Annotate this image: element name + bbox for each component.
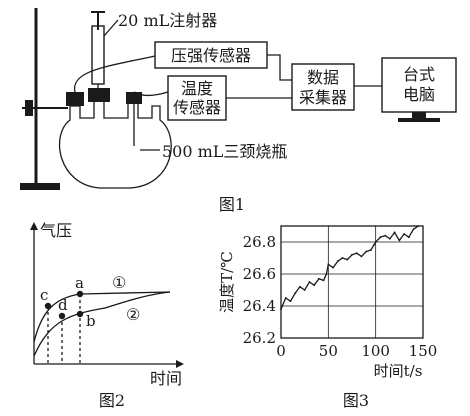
figure2-pressure-sketch: 气压 时间 a b c d ① ② 图2 [30, 221, 184, 410]
stopper-left [66, 92, 84, 106]
temperature-data-point [280, 308, 282, 311]
pressure-sensor-box [154, 41, 268, 69]
temperature-data-point [325, 273, 328, 275]
temperature-data-point [393, 231, 396, 234]
label-b: b [86, 312, 96, 330]
temp-sensor-label-line2: 传感器 [173, 98, 221, 117]
temperature-data-point [355, 252, 358, 255]
temperature-data-point [332, 266, 334, 269]
temp-sensor-label-line1: 温度 [181, 79, 213, 98]
fig2-x-label: 时间 [150, 369, 182, 388]
syringe-barrel [91, 25, 105, 85]
fig3-plot-frame [280, 225, 424, 339]
temperature-data-point [403, 233, 405, 235]
fig3-x-tick-label: 100 [361, 342, 390, 360]
temperature-data-point [351, 253, 353, 256]
temperature-data-point [374, 241, 377, 243]
figure2-caption: 图2 [99, 391, 125, 410]
temperature-data-point [336, 260, 339, 263]
point-d [58, 312, 66, 320]
temperature-data-point [370, 249, 372, 251]
temperature-data-point [299, 285, 301, 288]
fig3-grid [281, 226, 423, 338]
fig3-y-tick-label: 26.8 [243, 233, 276, 251]
figure3-temperature-chart: 26.2 26.4 26.6 26.8 0 50 100 150 温度T/℃ 时间t/s 图3 [218, 225, 437, 410]
syringe-label: 20 mL注射器 [118, 11, 217, 30]
temperature-data-point [317, 277, 320, 280]
data-collector-box [291, 63, 355, 111]
fig3-x-tick-label: 150 [409, 342, 438, 360]
syringe-pointer [103, 19, 119, 37]
fig3-x-tick-label: 50 [319, 342, 338, 360]
fig2-y-arrow [30, 222, 38, 230]
temperature-series-line [280, 225, 419, 310]
temperature-data-point [384, 234, 387, 237]
temperature-series-points [280, 225, 420, 311]
figure1-caption: 图1 [219, 195, 245, 214]
point-a [76, 290, 84, 298]
computer-label-line2: 电脑 [403, 85, 435, 104]
computer-stand [412, 112, 426, 118]
temperature-data-point [341, 257, 344, 259]
label-c: c [40, 286, 48, 304]
temp-probe-wire [133, 91, 169, 97]
temperature-data-point [294, 292, 297, 295]
curve-2 [33, 291, 171, 357]
temperature-data-point [417, 225, 420, 227]
temperature-data-point [388, 237, 391, 240]
fig2-x-arrow [176, 360, 184, 368]
three-neck-flask [58, 99, 172, 189]
data-collector-label-line1: 数据 [307, 68, 339, 87]
pressure-sensor-label: 压强传感器 [171, 46, 251, 65]
curve-1 [33, 291, 171, 343]
temperature-data-point [303, 289, 306, 291]
fig3-y-tick-label: 26.6 [243, 265, 276, 283]
label-curve-1: ① [112, 273, 126, 292]
computer-box [381, 57, 457, 113]
temperature-data-point [379, 236, 382, 239]
pressure-to-collector-line [267, 54, 292, 81]
stopper-middle [88, 88, 110, 102]
stand-clamp [25, 100, 33, 116]
computer-keyboard [398, 118, 440, 122]
temperature-data-point [412, 228, 415, 231]
temperature-data-point [398, 239, 401, 242]
label-a: a [75, 274, 84, 292]
temperature-data-point [284, 297, 287, 299]
fig3-tick-labels: 26.2 26.4 26.6 26.8 0 50 100 150 [243, 233, 438, 360]
label-curve-2: ② [126, 305, 140, 324]
temperature-data-point [308, 281, 311, 283]
fig3-y-tick-label: 26.4 [243, 297, 276, 315]
temperature-data-point [365, 250, 368, 253]
temperature-data-point [372, 244, 375, 247]
stopper-right [126, 92, 142, 104]
temperature-data-point [322, 279, 325, 282]
temperature-data-point [327, 263, 330, 266]
fig2-y-label: 气压 [40, 221, 72, 240]
temperature-data-point [360, 255, 363, 258]
point-c [44, 302, 52, 310]
data-collector-label-line2: 采集器 [299, 88, 347, 107]
fig3-y-label: 温度T/℃ [218, 251, 236, 313]
pressure-tube [74, 55, 156, 93]
stand-base [20, 183, 60, 190]
figure3-caption: 图3 [343, 391, 369, 410]
temperature-data-point [289, 300, 292, 303]
fig3-y-tick-label: 26.2 [243, 329, 276, 347]
temperature-data-point [407, 236, 410, 239]
point-b [76, 310, 84, 318]
fig3-x-tick-label: 0 [276, 342, 286, 360]
label-d: d [58, 296, 68, 314]
computer-label-line1: 台式 [403, 65, 435, 84]
temperature-data-point [313, 284, 316, 287]
fig3-x-label: 时间t/s [374, 362, 423, 380]
flask-label: 500 mL三颈烧瓶 [162, 142, 287, 161]
temperature-data-point [346, 258, 349, 261]
figure1-apparatus: 压强传感器 温度 传感器 数据 采集器 台式 电脑 20 mL注射器 500 m… [20, 8, 457, 214]
